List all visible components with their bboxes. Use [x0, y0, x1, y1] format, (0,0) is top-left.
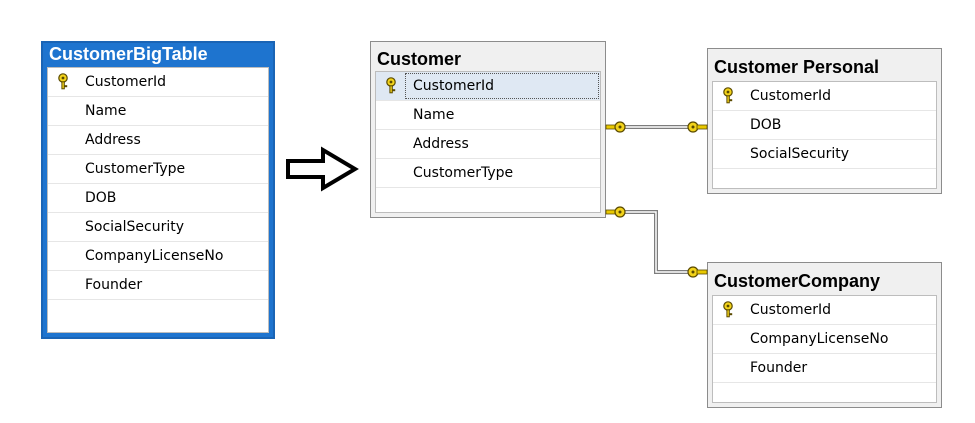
column-name: CustomerId: [750, 302, 832, 318]
column-row[interactable]: DOB: [713, 111, 936, 140]
right-arrow-icon: [286, 146, 359, 192]
column-row[interactable]: SocialSecurity: [48, 213, 268, 242]
column-row[interactable]: CustomerId: [713, 296, 936, 325]
column-row[interactable]: Name: [376, 101, 600, 130]
column-name: DOB: [750, 117, 782, 133]
column-name: Founder: [85, 277, 143, 293]
table-title: Customer Personal: [714, 57, 880, 77]
column-row[interactable]: Address: [376, 130, 600, 159]
column-row[interactable]: CustomerId: [376, 72, 600, 101]
column-grid: CustomerId CompanyLicenseNo Founder: [712, 295, 937, 403]
column-name: CustomerType: [85, 161, 186, 177]
column-row[interactable]: Address: [48, 126, 268, 155]
column-name: Address: [85, 132, 141, 148]
customer-table[interactable]: Customer CustomerId Name Address Custome…: [370, 41, 606, 218]
column-name: CustomerId: [85, 74, 167, 90]
column-name: SocialSecurity: [750, 146, 849, 162]
column-grid: CustomerId Name Address CustomerType: [375, 71, 601, 213]
column-row[interactable]: CompanyLicenseNo: [713, 325, 936, 354]
column-row[interactable]: Founder: [713, 354, 936, 383]
customer-company-table[interactable]: CustomerCompany CustomerId CompanyLicens…: [707, 262, 942, 408]
table-title: CustomerCompany: [714, 271, 881, 291]
column-row[interactable]: Name: [48, 97, 268, 126]
column-name: CustomerId: [413, 78, 495, 94]
column-name: Address: [413, 136, 469, 152]
column-name: DOB: [85, 190, 117, 206]
column-row[interactable]: CustomerId: [48, 68, 268, 97]
table-title: CustomerBigTable: [49, 44, 208, 64]
table-title: Customer: [377, 49, 462, 69]
key-end-icon: [605, 206, 626, 218]
column-row[interactable]: CustomerType: [376, 159, 600, 188]
column-row[interactable]: CustomerId: [713, 82, 936, 111]
column-row[interactable]: DOB: [48, 184, 268, 213]
key-end-icon: [687, 266, 708, 278]
customer-personal-table[interactable]: Customer Personal CustomerId DOB SocialS…: [707, 48, 942, 194]
column-name: CustomerType: [413, 165, 514, 181]
customerbigtable-table[interactable]: CustomerBigTable CustomerId Name Address…: [41, 41, 275, 339]
column-name: Name: [413, 107, 455, 123]
relationship-customer-company[interactable]: [605, 206, 708, 278]
column-row[interactable]: CustomerType: [48, 155, 268, 184]
column-name: CompanyLicenseNo: [85, 248, 224, 264]
column-name: Founder: [750, 360, 808, 376]
column-grid: CustomerId DOB SocialSecurity: [712, 81, 937, 189]
column-row[interactable]: CompanyLicenseNo: [48, 242, 268, 271]
column-name: SocialSecurity: [85, 219, 184, 235]
key-end-icon: [605, 121, 626, 133]
key-end-icon: [687, 121, 708, 133]
relationship-customer-personal[interactable]: [605, 121, 708, 133]
column-grid: CustomerId Name Address CustomerType DOB…: [47, 67, 269, 333]
column-name: CustomerId: [750, 88, 832, 104]
column-name: Name: [85, 103, 127, 119]
column-row[interactable]: SocialSecurity: [713, 140, 936, 169]
column-row[interactable]: Founder: [48, 271, 268, 300]
column-name: CompanyLicenseNo: [750, 331, 889, 347]
